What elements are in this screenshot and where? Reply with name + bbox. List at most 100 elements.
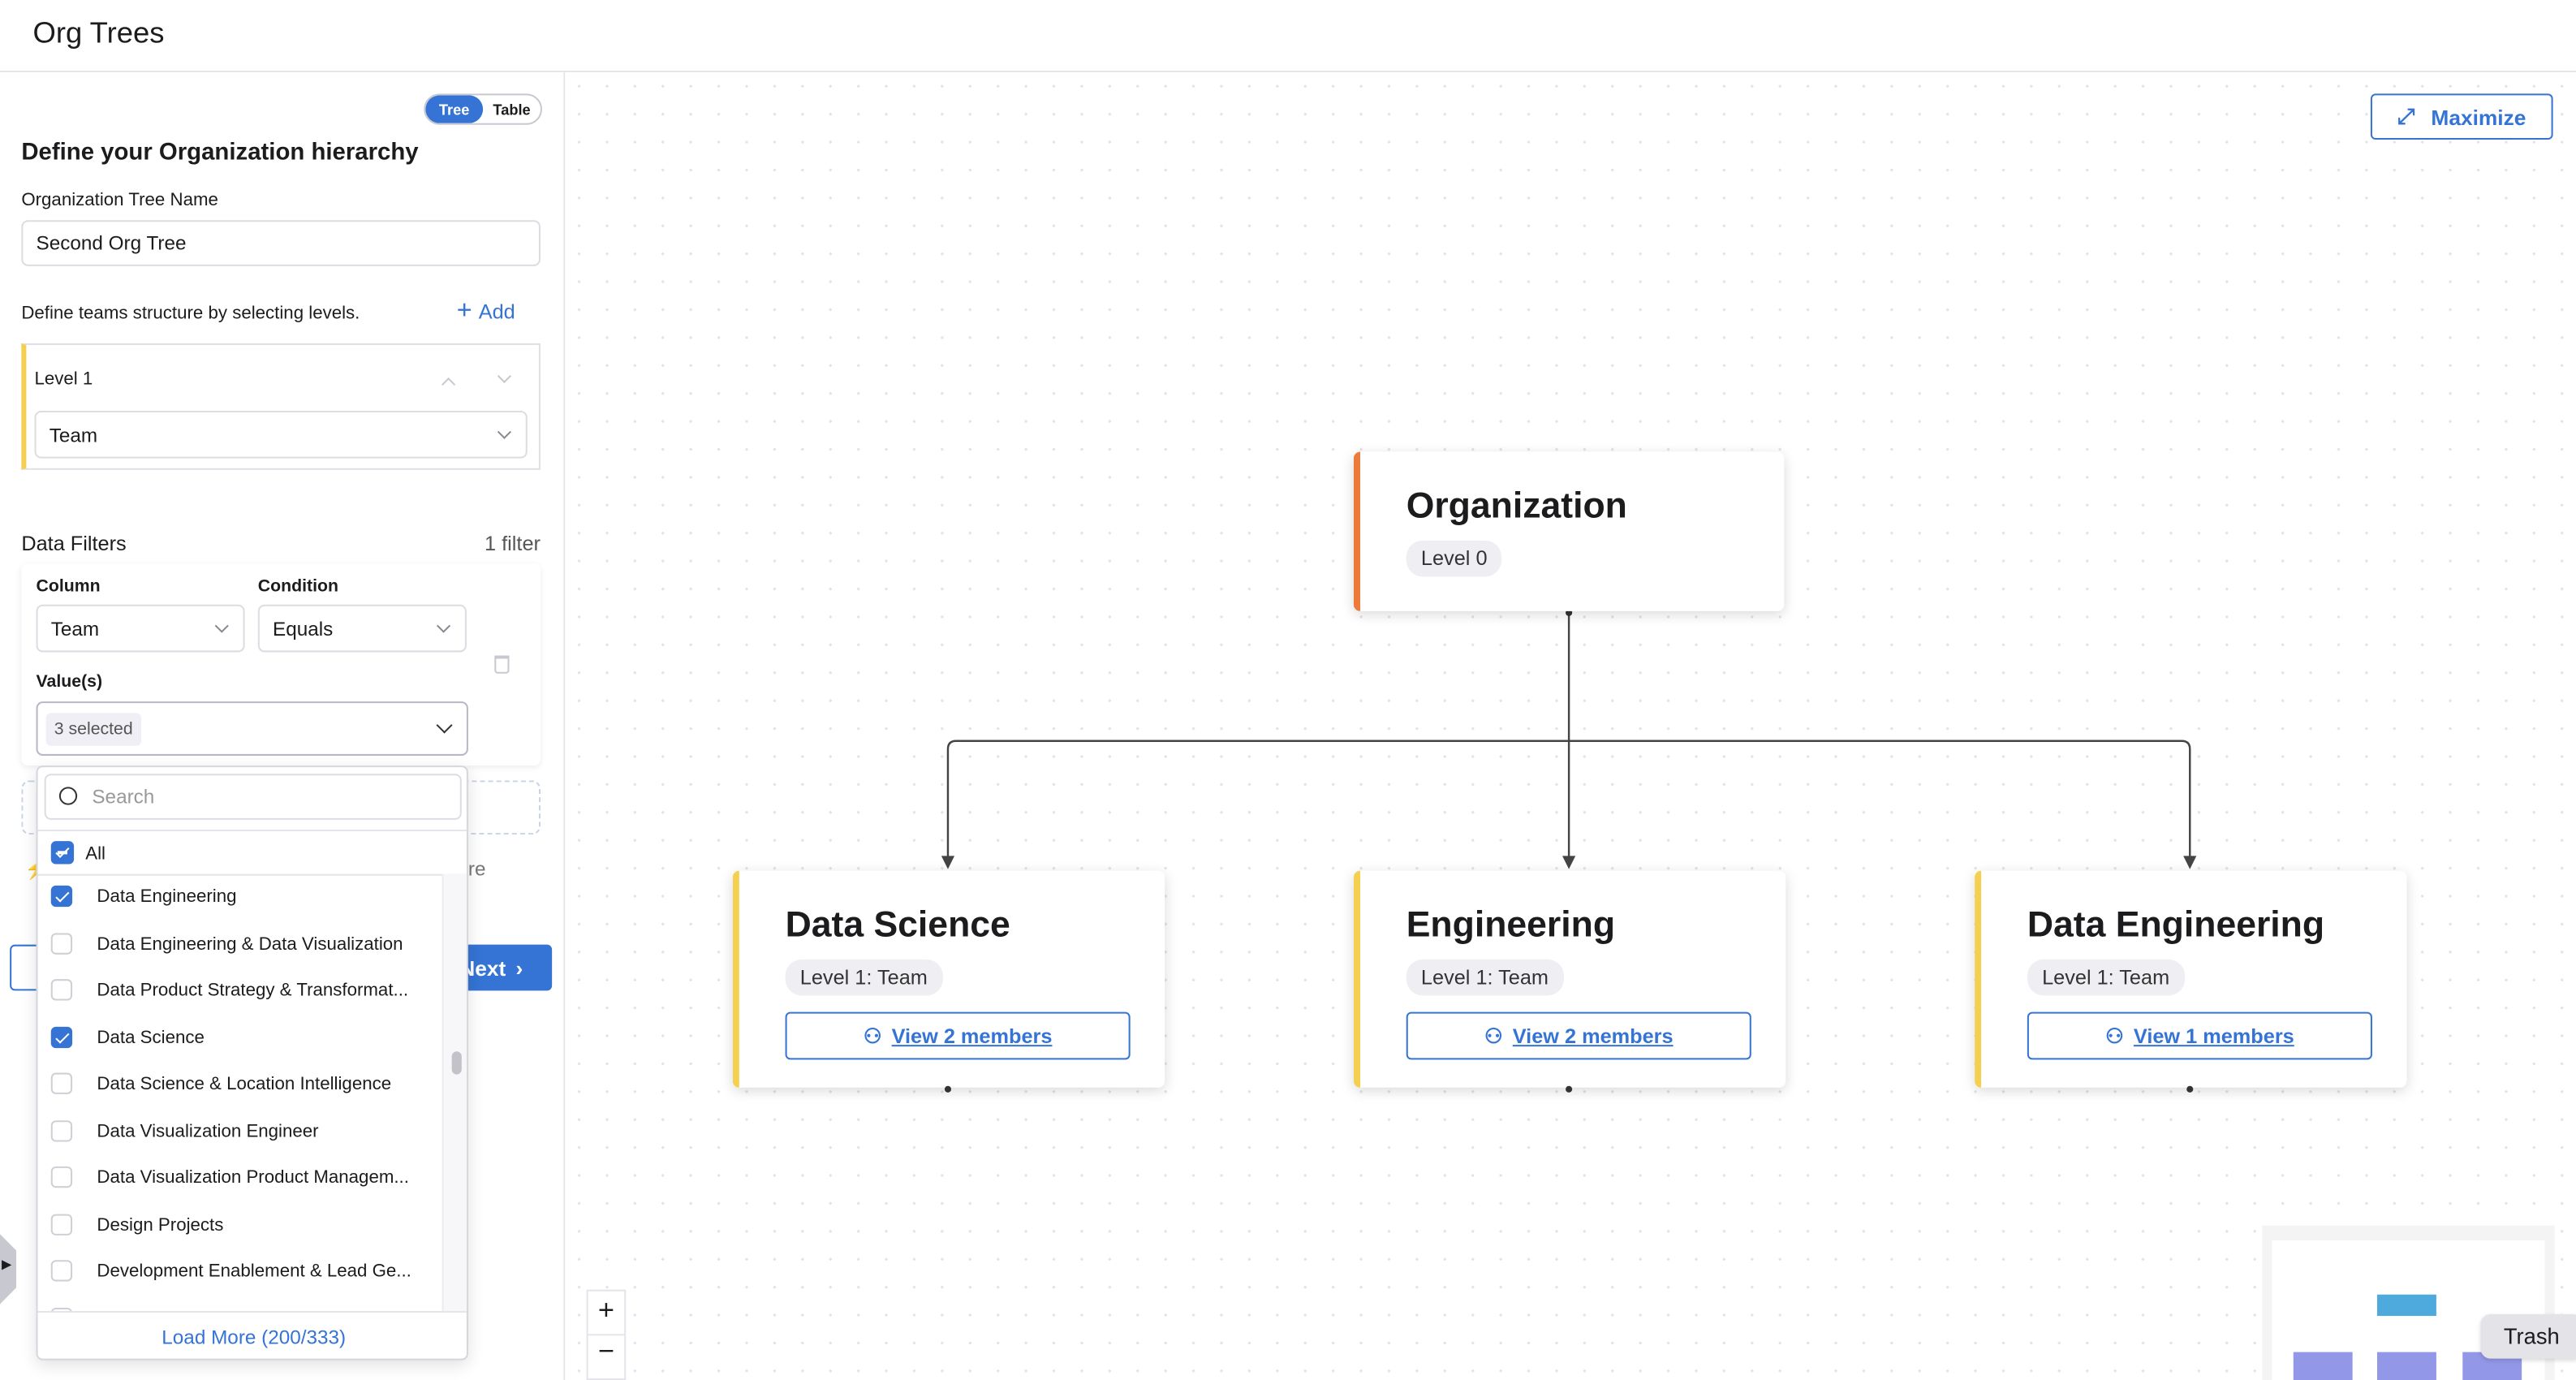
play-icon: ▶ bbox=[2, 1257, 12, 1272]
filter-count: 1 filter bbox=[485, 532, 541, 556]
tab-table[interactable]: Table bbox=[493, 101, 531, 118]
option-checkbox[interactable] bbox=[50, 979, 73, 1001]
condition-label: Condition bbox=[257, 576, 338, 597]
option-item[interactable]: Data Visualization Product Managem... bbox=[38, 1155, 442, 1201]
view-members-button[interactable]: ⚇View 2 members bbox=[785, 1011, 1131, 1060]
node-organization[interactable]: Organization Level 0 bbox=[1353, 451, 1785, 611]
level-label: Level 1 bbox=[34, 369, 93, 390]
node-title: Data Engineering bbox=[2027, 903, 2325, 945]
zoom-in-button[interactable]: + bbox=[597, 1294, 614, 1326]
level-1-card: Level 1 Team bbox=[21, 343, 541, 470]
level-chip: Level 1: Team bbox=[785, 959, 943, 996]
option-label: Data Visualization Engineer bbox=[97, 1121, 319, 1141]
option-item[interactable]: Data Product Strategy & Transformat... bbox=[38, 968, 442, 1014]
scrollbar-thumb[interactable] bbox=[451, 1051, 462, 1075]
option-item[interactable]: Data Engineering bbox=[38, 874, 442, 921]
option-label: Data Engineering bbox=[97, 886, 237, 908]
arrow-head bbox=[1562, 856, 1576, 869]
search-placeholder: Search bbox=[92, 785, 155, 809]
column-label: Column bbox=[36, 576, 101, 597]
trash-tooltip: Trash bbox=[2480, 1314, 2576, 1359]
tree-name-label: Organization Tree Name bbox=[21, 190, 218, 211]
option-item[interactable]: Development Enablement & Lead Ge... bbox=[38, 1248, 442, 1295]
level-chip: Level 0 bbox=[1406, 540, 1502, 577]
option-checkbox[interactable] bbox=[50, 1025, 73, 1048]
level-select[interactable]: Team bbox=[34, 410, 528, 459]
level-chip: Level 1: Team bbox=[1406, 959, 1564, 996]
app-header: Org Trees bbox=[0, 0, 2576, 73]
minimap-node-root bbox=[2377, 1294, 2436, 1317]
filter-card: Column Condition Team Equals Value(s) 3 … bbox=[21, 563, 541, 766]
arrow-head bbox=[941, 856, 955, 869]
option-item[interactable]: Data Visualization Engineer bbox=[38, 1108, 442, 1154]
minus-icon bbox=[57, 851, 67, 855]
node-title: Data Science bbox=[785, 903, 1010, 945]
chevron-right-icon: › bbox=[515, 955, 523, 981]
select-all-row[interactable]: All bbox=[37, 830, 467, 876]
option-checkbox[interactable] bbox=[50, 885, 73, 908]
load-more-button[interactable]: Load More (200/333) bbox=[37, 1310, 467, 1359]
tab-tree[interactable]: Tree bbox=[425, 95, 484, 123]
node-title: Engineering bbox=[1406, 903, 1616, 945]
option-label: Data Science & Location Intelligence bbox=[97, 1074, 392, 1094]
option-label: Development Enablement & Lead Ge... bbox=[97, 1261, 411, 1282]
scrollbar[interactable] bbox=[442, 873, 467, 1311]
tree-canvas[interactable] bbox=[565, 72, 2576, 1380]
column-select[interactable]: Team bbox=[36, 604, 245, 653]
view-members-button[interactable]: ⚇View 1 members bbox=[2027, 1011, 2372, 1060]
option-item[interactable]: Data Science bbox=[38, 1015, 442, 1061]
option-item[interactable]: Data Science & Location Intelligence bbox=[38, 1061, 442, 1107]
zoom-controls: + − bbox=[586, 1289, 627, 1380]
side-handle[interactable]: ▶ bbox=[0, 1231, 17, 1306]
option-label: Data Engineering & Data Visualization bbox=[97, 934, 403, 954]
users-icon: ⚇ bbox=[2105, 1024, 2124, 1049]
option-label: Data Science bbox=[97, 1027, 205, 1048]
levels-hint: Define teams structure by selecting leve… bbox=[21, 304, 360, 324]
option-item[interactable]: Data Engineering & Data Visualization bbox=[38, 921, 442, 967]
option-checkbox[interactable] bbox=[50, 1072, 73, 1094]
column-value: Team bbox=[50, 616, 100, 640]
handle-dot[interactable] bbox=[944, 1085, 952, 1093]
view-toggle[interactable]: Tree Table bbox=[424, 93, 542, 125]
users-icon: ⚇ bbox=[863, 1024, 882, 1049]
option-checkbox[interactable] bbox=[50, 932, 73, 954]
option-checkbox[interactable] bbox=[50, 1166, 73, 1188]
view-members-label: View 2 members bbox=[1512, 1024, 1674, 1048]
add-level-button[interactable]: +Add bbox=[456, 297, 515, 326]
plus-icon: + bbox=[456, 297, 472, 326]
values-label: Value(s) bbox=[36, 671, 103, 692]
arrow-head bbox=[2183, 856, 2197, 869]
option-label: Data Visualization Product Managem... bbox=[97, 1167, 409, 1188]
option-checkbox[interactable] bbox=[50, 1119, 73, 1141]
condition-select[interactable]: Equals bbox=[257, 604, 467, 653]
option-item[interactable]: Design Projects bbox=[38, 1201, 442, 1248]
handle-dot[interactable] bbox=[1566, 609, 1573, 616]
tree-name-value: Second Org Tree bbox=[36, 231, 187, 255]
option-checkbox[interactable] bbox=[50, 1213, 73, 1235]
page-title: Org Trees bbox=[32, 16, 165, 50]
add-label: Add bbox=[478, 300, 515, 324]
handle-dot[interactable] bbox=[1566, 1085, 1573, 1093]
maximize-button[interactable]: ⤢Maximize bbox=[2370, 93, 2553, 140]
values-chip: 3 selected bbox=[45, 712, 141, 745]
minimap-node bbox=[2377, 1352, 2436, 1380]
tree-name-input[interactable]: Second Org Tree bbox=[21, 220, 541, 266]
maximize-label: Maximize bbox=[2431, 104, 2526, 129]
trash-icon[interactable] bbox=[494, 655, 510, 674]
minimap-node bbox=[2293, 1352, 2353, 1380]
option-checkbox[interactable] bbox=[50, 1260, 73, 1282]
values-select[interactable]: 3 selected bbox=[36, 701, 468, 756]
view-members-button[interactable]: ⚇View 2 members bbox=[1406, 1011, 1751, 1060]
zoom-out-button[interactable]: − bbox=[588, 1334, 625, 1370]
condition-value: Equals bbox=[273, 616, 334, 640]
option-label: Design Projects bbox=[97, 1214, 224, 1235]
search-input[interactable]: Search bbox=[44, 774, 462, 820]
option-item[interactable] bbox=[38, 1296, 442, 1311]
node-title: Organization bbox=[1406, 485, 1627, 526]
handle-dot[interactable] bbox=[2186, 1085, 2194, 1093]
